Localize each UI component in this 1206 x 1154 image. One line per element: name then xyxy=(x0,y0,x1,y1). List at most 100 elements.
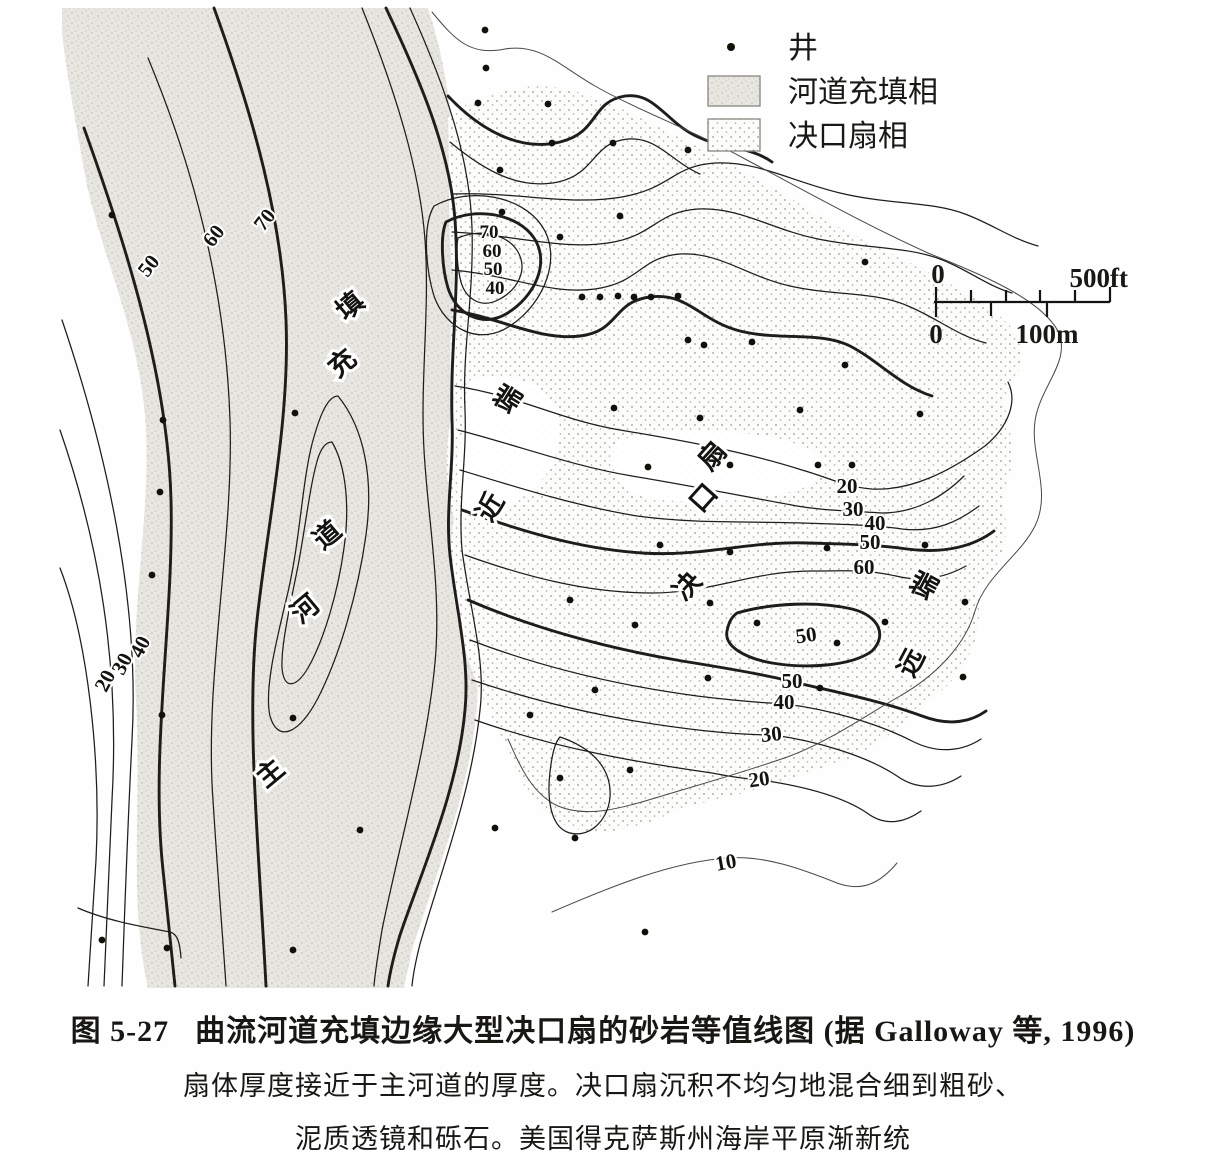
contour-line-30 xyxy=(59,429,115,987)
contour-line-60e xyxy=(361,7,438,987)
well-dot xyxy=(626,766,634,774)
channel-axis-loop xyxy=(267,395,370,733)
channel-fill-region xyxy=(62,8,478,988)
well-dot xyxy=(159,416,167,424)
legend-channel-label: 河道充填相 xyxy=(788,76,938,109)
well-dot xyxy=(823,544,831,552)
well-dot xyxy=(848,461,856,469)
well-dot xyxy=(616,212,624,220)
scale-ft-zero: 0 xyxy=(931,259,945,289)
contour-line-10 xyxy=(431,11,1063,813)
contour-label: 50 xyxy=(484,259,503,280)
well-dot xyxy=(156,488,164,496)
well-dot xyxy=(526,711,534,719)
contour-line-10b xyxy=(551,857,898,913)
well-dot xyxy=(591,686,599,694)
well-dot xyxy=(498,208,506,216)
contour-label: 40 xyxy=(774,690,795,714)
legend-splay-label: 决口扇相 xyxy=(788,120,908,153)
contour-meander xyxy=(449,138,701,185)
mouth-high-loop xyxy=(425,195,552,336)
channel-axis-loop xyxy=(281,441,348,685)
well-dot xyxy=(881,618,889,626)
contour-line-70 xyxy=(212,6,288,988)
contour-line-40 xyxy=(61,319,134,987)
contour-label: 30 xyxy=(760,721,783,747)
well-dot xyxy=(158,711,166,719)
well-dot xyxy=(748,338,756,346)
well-dot xyxy=(578,293,586,301)
contour-label: 50 xyxy=(782,669,803,693)
contour-line-n50 xyxy=(450,294,934,398)
well-dot xyxy=(706,599,714,607)
well-dot xyxy=(291,409,299,417)
closed-high-50 xyxy=(725,602,882,668)
well-dot xyxy=(704,674,712,682)
well-dot xyxy=(548,139,556,147)
contour-line-e20 xyxy=(454,381,1013,490)
well-dot xyxy=(916,410,924,418)
splay-white-zone xyxy=(612,430,823,502)
well-dot xyxy=(684,146,692,154)
well-dot xyxy=(630,293,638,301)
well-dot xyxy=(684,336,692,344)
well-dot xyxy=(481,26,489,34)
caption-note-line1: 扇体厚度接近于主河道的厚度。决口扇沉积不均匀地混合细到粗砂、 xyxy=(183,1071,1023,1101)
well-dot xyxy=(674,292,682,300)
well-dot xyxy=(814,461,822,469)
well-dot xyxy=(796,406,804,414)
well-dot xyxy=(656,541,664,549)
contour-label: 60 xyxy=(483,241,502,262)
contour-label: 70 xyxy=(480,222,499,243)
well-dot xyxy=(833,639,841,647)
legend-well-symbol xyxy=(727,43,735,51)
well-dot xyxy=(544,100,552,108)
wells-layer xyxy=(98,26,969,954)
legend-well-label: 井 xyxy=(788,32,818,65)
mouth-high-loop xyxy=(456,232,523,304)
scale-ft-max: 500ft xyxy=(1070,263,1128,293)
contour-line-e50 xyxy=(460,508,996,556)
contour-label: 20 xyxy=(837,474,858,498)
well-dot xyxy=(614,292,622,300)
well-dot xyxy=(816,684,824,692)
contour-label: 50 xyxy=(794,622,818,649)
well-dot xyxy=(482,64,490,72)
contour-line-60 xyxy=(147,57,231,987)
contour-line-20 xyxy=(59,567,98,987)
well-dot xyxy=(108,211,116,219)
contour-label: 20 xyxy=(747,766,771,793)
contour-line-n20 xyxy=(451,162,1039,247)
well-dot xyxy=(726,461,734,469)
contour-line-n30 xyxy=(451,208,1013,294)
contour-line-s30 xyxy=(471,679,962,787)
contour-small-loop xyxy=(548,736,611,835)
well-dot xyxy=(726,548,734,556)
contour-label: 30 xyxy=(843,497,864,521)
well-dot xyxy=(474,99,482,107)
contour-line-s50 xyxy=(466,598,988,724)
contour-line-s40 xyxy=(469,639,982,751)
figure-title: 曲流河道充填边缘大型决口扇的砂岩等值线图 (据 Galloway 等, 1996… xyxy=(195,1015,1136,1048)
legend-channel-swatch xyxy=(707,75,761,107)
contour-line-n40 xyxy=(451,253,987,344)
contour-lines-layer xyxy=(59,6,1063,988)
isopach-map: 70 60 50 40 30 20 70 60 50 40 20 30 40 5… xyxy=(59,6,1128,988)
well-dot xyxy=(566,596,574,604)
contour-label: 50 xyxy=(860,530,881,554)
contour-label: 60 xyxy=(854,555,875,579)
well-dot xyxy=(491,824,499,832)
well-dot xyxy=(753,619,761,627)
scale-bar: 0 500ft 0 100m xyxy=(929,259,1128,349)
mouth-high-loop xyxy=(440,212,543,321)
well-dot xyxy=(609,139,617,147)
well-dot xyxy=(631,621,639,629)
contour-line-s20 xyxy=(474,719,922,823)
caption-note-line2: 泥质透镜和砾石。美国得克萨斯州海岸平原渐新统 xyxy=(295,1124,911,1154)
well-dot xyxy=(959,673,967,681)
contour-label: 40 xyxy=(865,511,886,535)
well-dot xyxy=(163,944,171,952)
scale-m-max: 100m xyxy=(1016,319,1080,349)
well-dot xyxy=(556,233,564,241)
